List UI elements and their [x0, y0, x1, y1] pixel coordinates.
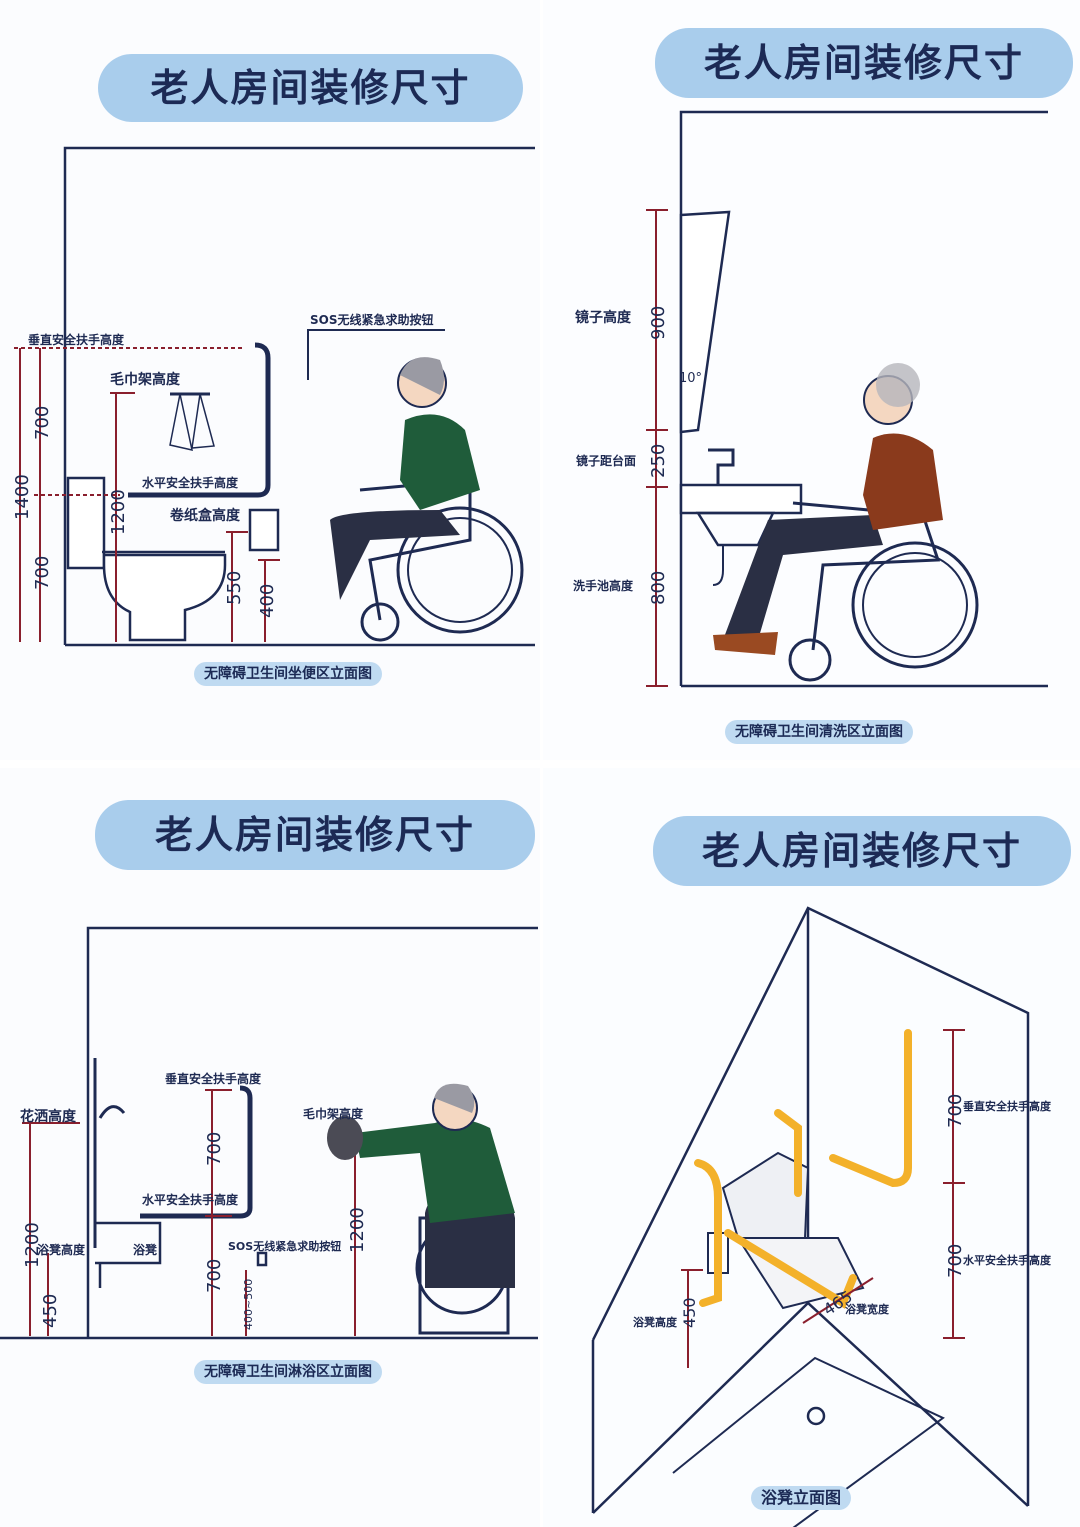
green-sweater: [355, 1119, 515, 1223]
label-stool-height: 浴凳高度: [37, 1242, 86, 1257]
label-stool: 浴凳: [133, 1242, 158, 1257]
legs: [330, 510, 460, 600]
towel-left: [169, 393, 193, 451]
label-horizontal-grab-height: 水平安全扶手高度: [142, 475, 239, 490]
yellow-vertical-rail: [829, 1029, 912, 1188]
wheelchair-user-illustration: [713, 363, 979, 682]
shower-head: [98, 1105, 126, 1119]
sos-leader: [307, 329, 445, 380]
dim-label-900: 900: [648, 306, 669, 340]
wall-outline: [63, 146, 535, 645]
label-shower-height: 花洒高度: [20, 1108, 77, 1125]
green-sweater: [400, 414, 480, 510]
wall-outline: [86, 926, 538, 1338]
panel-caption: 浴凳立面图: [751, 1486, 852, 1510]
corner-wall-top: [591, 906, 1030, 1506]
label-mirror-height: 镜子高度: [575, 309, 632, 326]
label-towel-rack-height: 毛巾架高度: [303, 1106, 364, 1121]
label-mirror-to-counter: 镜子距台面: [576, 453, 636, 468]
label-vertical-grab-height: 垂直安全扶手高度: [165, 1071, 262, 1086]
legs: [723, 515, 883, 640]
panel-caption: 无障碍卫生间清洗区立面图: [725, 720, 913, 744]
dim-label-700-bottom: 700: [204, 1259, 225, 1293]
panel-divider-horizontal: [0, 760, 1080, 768]
wheelchair-wheel: [396, 506, 524, 634]
basin-counter: [679, 483, 803, 515]
panel-toilet-area: 老人房间装修尺寸: [0, 0, 540, 760]
yellow-left-rail: [694, 1159, 722, 1307]
label-towel-rack-height: 毛巾架高度: [110, 371, 181, 388]
label-basin-height: 洗手池高度: [573, 578, 634, 593]
yellow-horizontal-rail: [724, 1229, 857, 1309]
dim-label-1200-towel: 1200: [347, 1207, 368, 1253]
towel-in-hand: [327, 1116, 363, 1160]
yellow-rear-rail: [774, 1109, 802, 1197]
panel-wash-area: 老人房间装修尺寸 镜子高: [543, 0, 1080, 760]
tilted-mirror: [679, 210, 731, 434]
label-sos-button: SOS无线紧急求助按钮: [228, 1239, 341, 1253]
label-horizontal-grab-height: 水平安全扶手高度: [142, 1192, 239, 1207]
floor-edges: [592, 1301, 1029, 1514]
panel-caption: 无障碍卫生间坐便区立面图: [194, 662, 382, 686]
dim-label-400: 400: [257, 584, 278, 618]
wash-area-drawing: 镜子高度 镜子距台面 洗手池高度 900 250 800 10°: [573, 110, 1048, 688]
dim-label-450: 450: [40, 1294, 61, 1328]
drain: [806, 1406, 826, 1426]
dim-label-700-top: 700: [945, 1094, 966, 1128]
dim-label-700-top: 700: [32, 406, 53, 440]
wheelchair-wheel: [851, 541, 979, 669]
faucet: [708, 448, 735, 485]
panel-title: 老人房间装修尺寸: [98, 54, 523, 122]
shower-stool: [95, 1221, 162, 1265]
dim-label-1400: 1400: [12, 474, 33, 520]
dim-label-700-bottom: 700: [945, 1244, 966, 1278]
label-horizontal-grab-height: 水平安全扶手高度: [963, 1253, 1052, 1267]
basin-bowl: [695, 511, 775, 547]
label-mirror-angle: 10°: [679, 371, 702, 386]
l-shaped-grab-rail: [128, 342, 271, 498]
toilet-tank: [66, 476, 106, 570]
bath-stool-drawing: 垂直安全扶手高度 水平安全扶手高度 浴凳高度 浴凳宽度 700 700 450 …: [591, 906, 1052, 1527]
dim-label-450: 450: [680, 1297, 699, 1328]
shower-tray: [672, 1356, 945, 1527]
label-stool-height: 浴凳高度: [633, 1315, 678, 1329]
dim-label-400-500: 400~500: [242, 1279, 255, 1330]
panel-title: 老人房间装修尺寸: [95, 800, 535, 870]
label-stool-width: 浴凳宽度: [845, 1302, 890, 1316]
panel-title: 老人房间装修尺寸: [653, 816, 1071, 886]
dim-label-800: 800: [648, 571, 669, 605]
panel-bath-stool: 老人房间装修尺寸: [543, 768, 1080, 1527]
dim-label-1200: 1200: [108, 489, 129, 535]
towel-right: [191, 393, 215, 449]
wheelchair-user-illustration: [327, 1083, 515, 1335]
dim-label-1200-shower: 1200: [22, 1222, 43, 1268]
dim-label-700-bottom: 700: [32, 556, 53, 590]
dim-label-250: 250: [648, 444, 669, 478]
shower-area-drawing: 花洒高度 垂直安全扶手高度 毛巾架高度 水平安全扶手高度 浴凳高度 浴凳 SOS…: [0, 926, 538, 1340]
label-sos-button: SOS无线紧急求助按钮: [310, 312, 434, 327]
panel-caption: 无障碍卫生间淋浴区立面图: [194, 1360, 382, 1384]
label-tissue-box-height: 卷纸盒高度: [169, 507, 241, 524]
panel-shower-area: 老人房间装修尺寸: [0, 768, 540, 1527]
label-vertical-grab-height: 垂直安全扶手高度: [963, 1099, 1052, 1113]
brown-sweater: [863, 433, 943, 530]
wheelchair-user-illustration: [330, 357, 524, 642]
dim-label-700-top: 700: [204, 1132, 225, 1166]
toilet-bowl: [102, 553, 227, 642]
tissue-box: [248, 508, 280, 552]
l-shaped-grab-rail: [140, 1085, 253, 1219]
dim-label-550: 550: [224, 571, 245, 605]
label-vertical-grab-height: 垂直安全扶手高度: [28, 332, 125, 347]
panel-title: 老人房间装修尺寸: [655, 28, 1073, 98]
toilet-area-drawing: 垂直安全扶手高度 毛巾架高度 水平安全扶手高度 卷纸盒高度 SOS无线紧急求助按…: [12, 146, 535, 647]
dim-465-line: [802, 1277, 874, 1324]
sos-button: [256, 1251, 268, 1267]
